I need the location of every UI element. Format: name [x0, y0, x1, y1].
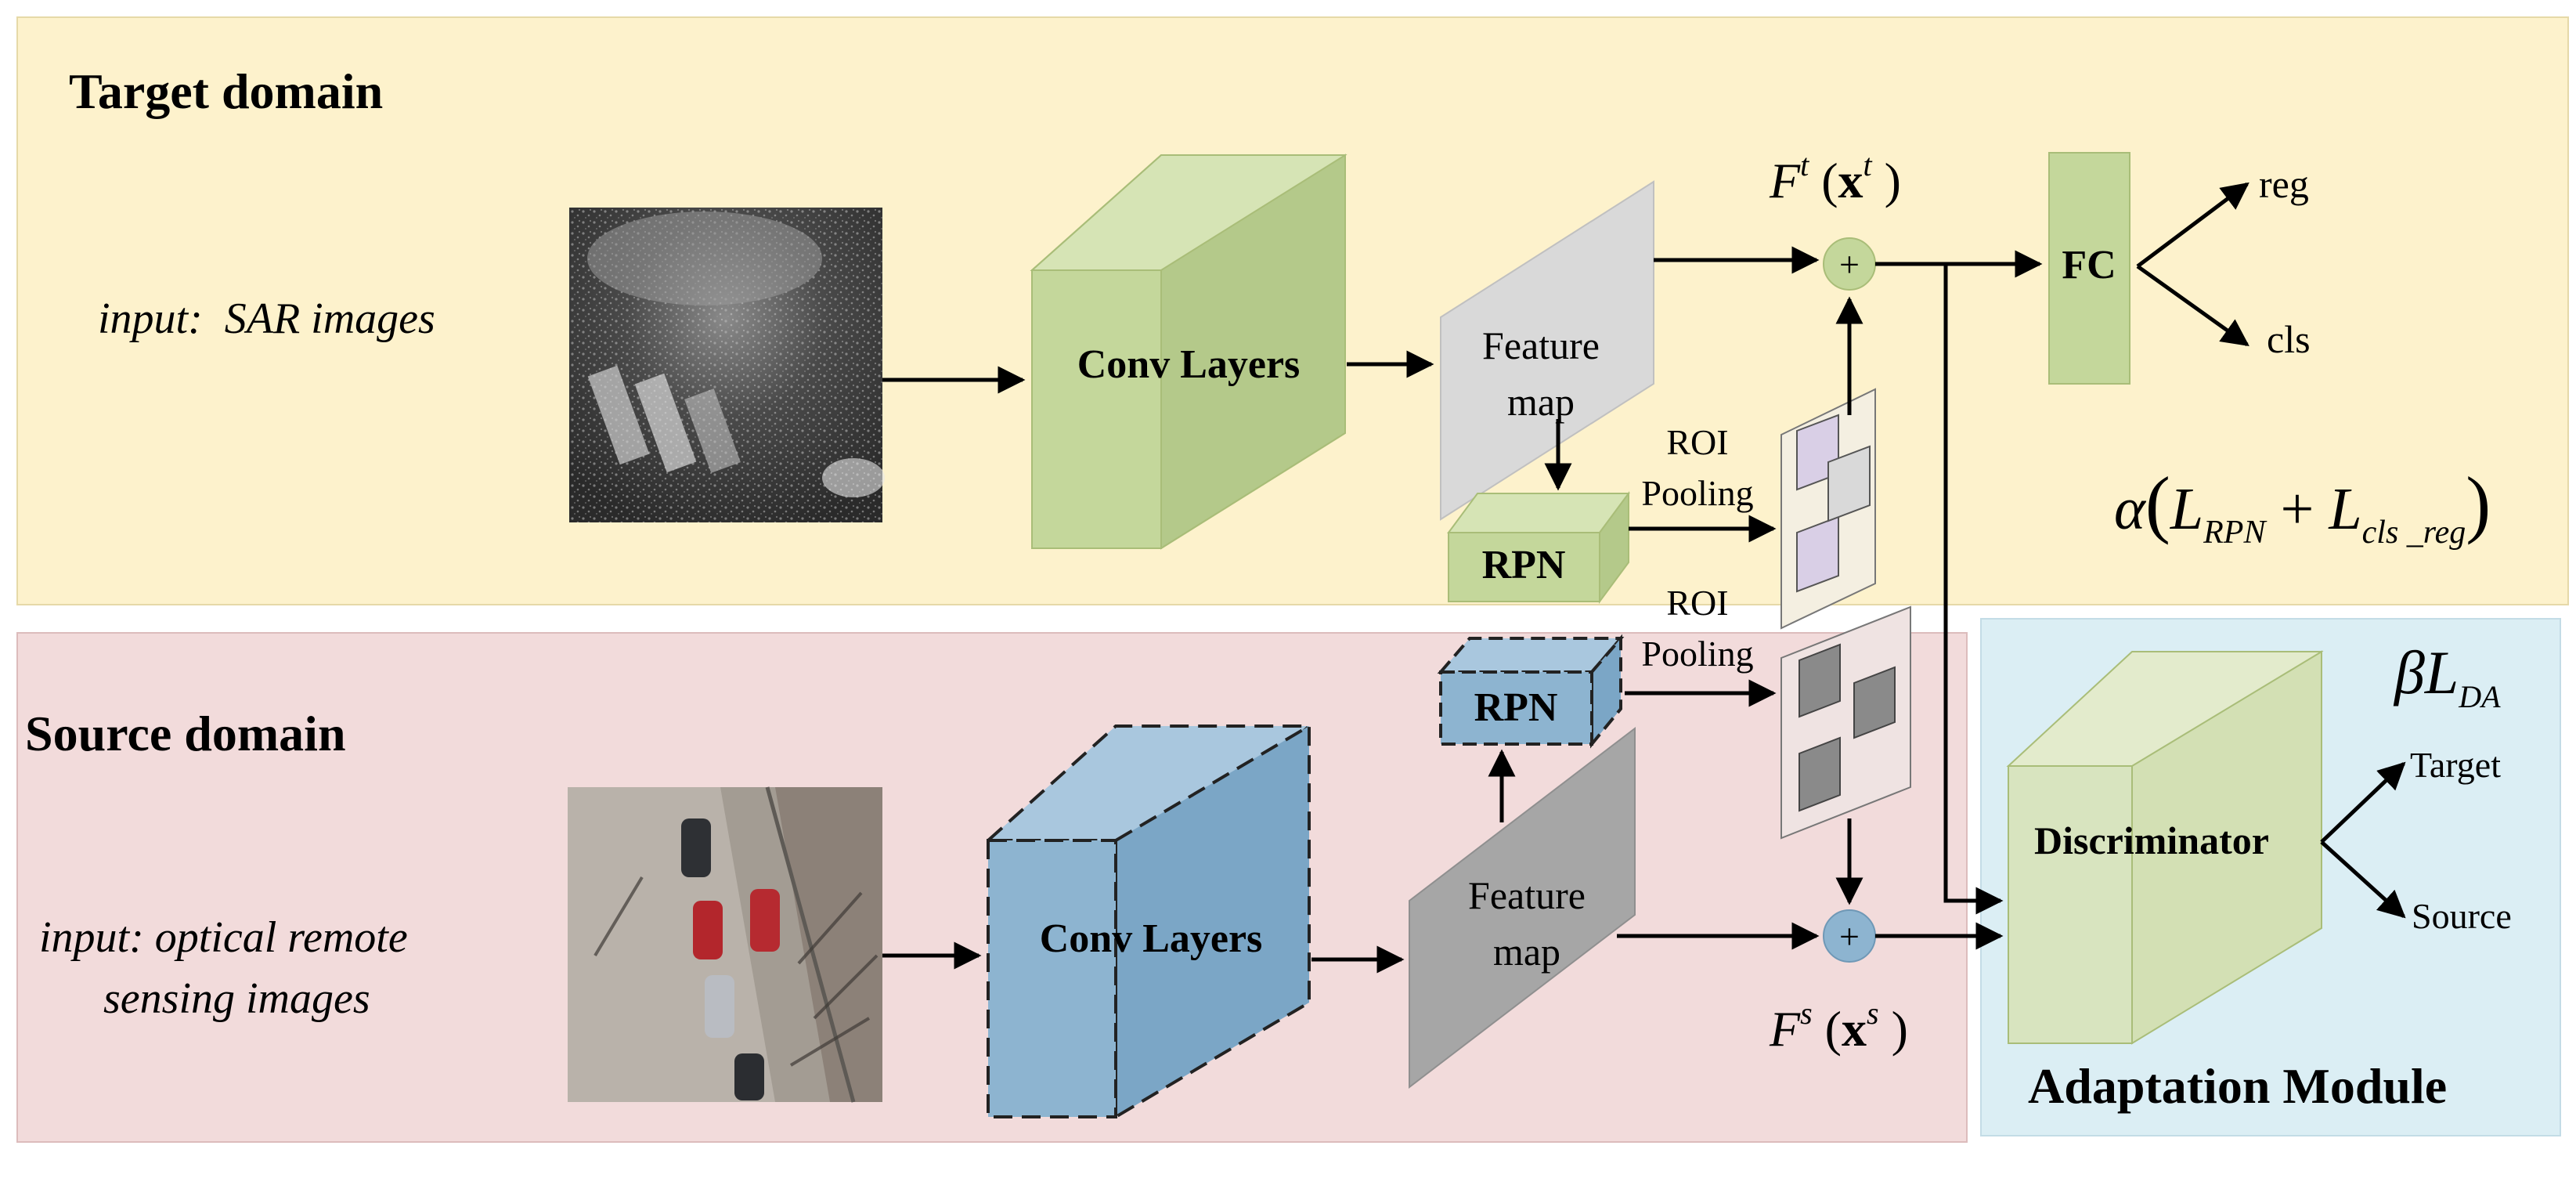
- source-rpn-block: [1437, 634, 1625, 749]
- source-plus-symbol: +: [1839, 916, 1860, 956]
- target-roi-line2: Pooling: [1641, 473, 1753, 513]
- arrow-fc-to-reg: [2136, 182, 2249, 268]
- cls-label: cls: [2267, 317, 2311, 361]
- target-output-label: Target: [2410, 745, 2501, 785]
- source-output-label: Source: [2412, 896, 2512, 936]
- sar-image: [569, 208, 885, 522]
- target-plus-symbol: +: [1839, 244, 1860, 284]
- fc-label: FC: [2062, 243, 2116, 287]
- source-feature-map: [1409, 726, 1636, 1089]
- source-domain-title: Source domain: [25, 706, 346, 761]
- source-roi-line1: ROI: [1666, 583, 1728, 623]
- source-conv-label: Conv Layers: [1040, 916, 1263, 961]
- arrow-fc-to-cls: [2136, 264, 2249, 347]
- target-feature-map-line1: Feature: [1482, 323, 1600, 367]
- target-domain-title: Target domain: [69, 63, 383, 119]
- reg-label: reg: [2259, 162, 2309, 206]
- target-feature-formula: Ft (xt ): [1769, 147, 1901, 208]
- source-roi-cell: [1853, 666, 1896, 739]
- target-conv-label: Conv Layers: [1077, 342, 1301, 387]
- source-input-label-line1: input: optical remote: [39, 913, 408, 962]
- adaptation-loss-formula: βLDA: [2393, 638, 2501, 714]
- optical-image: [568, 786, 882, 1103]
- source-input-label-line2: sensing images: [103, 974, 370, 1023]
- source-rpn-label: RPN: [1474, 685, 1558, 730]
- arrow-target-features-to-discriminator: [1943, 264, 2004, 915]
- target-loss-formula: α(LRPN + Lcls _reg): [2114, 461, 2491, 551]
- fc-block: [2048, 152, 2130, 385]
- target-roi-cell: [1796, 515, 1839, 593]
- arrow-disc-to-target: [2320, 761, 2406, 844]
- arrow-disc-to-source: [2320, 840, 2406, 919]
- target-feature-map-line2: map: [1507, 380, 1575, 424]
- target-roi-line1: ROI: [1666, 422, 1728, 462]
- source-roi-cell: [1799, 736, 1841, 812]
- connectors: [882, 182, 2406, 974]
- source-roi-panel: [1780, 605, 1911, 840]
- source-feature-map-line2: map: [1493, 930, 1560, 974]
- source-roi-line2: Pooling: [1641, 634, 1753, 674]
- target-rpn-label: RPN: [1482, 543, 1566, 587]
- source-feature-formula: Fs (xs ): [1769, 996, 1908, 1057]
- adaptation-module-title: Adaptation Module: [2028, 1058, 2447, 1114]
- discriminator-block: [2006, 650, 2324, 1045]
- target-rpn-block: [1447, 490, 1630, 605]
- target-roi-cell: [1827, 445, 1871, 522]
- target-input-label: input: SAR images: [98, 294, 435, 343]
- target-roi-panel: [1780, 388, 1876, 630]
- source-feature-map-line1: Feature: [1468, 873, 1586, 917]
- source-roi-cell: [1799, 643, 1841, 718]
- discriminator-label: Discriminator: [2034, 818, 2269, 862]
- target-feature-map: [1440, 180, 1654, 521]
- target-conv-layers: [1030, 154, 1348, 550]
- source-conv-layers: [983, 723, 1314, 1120]
